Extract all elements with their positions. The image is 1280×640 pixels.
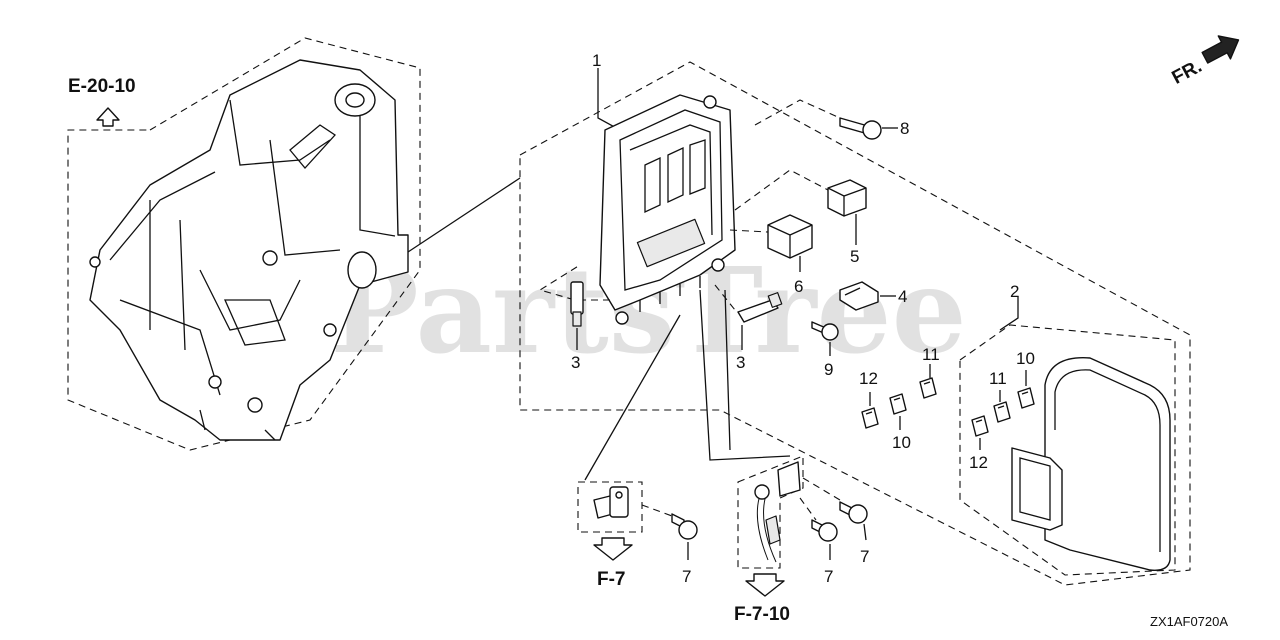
assembly-frame	[519, 61, 1191, 586]
bracket-f7-illustration	[593, 486, 629, 519]
drawing-code: ZX1AF0720A	[1150, 614, 1228, 629]
callout-3b[interactable]: 3	[736, 353, 745, 372]
front-indicator-label: FR.	[1169, 56, 1206, 89]
fuse-10b-illustration	[1017, 387, 1035, 409]
relay-5-illustration	[827, 179, 867, 217]
terminal-3a-illustration	[570, 281, 584, 327]
callout-12a[interactable]: 12	[859, 369, 878, 388]
callout-5[interactable]: 5	[850, 247, 859, 266]
callout-11b[interactable]: 11	[989, 369, 1007, 388]
leader-f710-line-b	[724, 289, 731, 451]
cover-frame	[959, 324, 1176, 576]
ref-f7-frame	[577, 481, 643, 533]
leader-7c	[863, 523, 867, 541]
fuse-12b-illustration	[971, 415, 989, 437]
terminal-3b-illustration	[737, 292, 783, 323]
fuse-11a-illustration	[919, 377, 937, 399]
leader-7a-dash	[641, 504, 673, 517]
callout-7a[interactable]: 7	[682, 567, 691, 586]
bolt-7a-illustration	[671, 513, 698, 540]
harness-f710-illustration	[754, 461, 801, 563]
callout-10a[interactable]: 10	[892, 433, 911, 452]
ref-f-7[interactable]: F-7	[597, 569, 626, 590]
cover-2-illustration	[1011, 357, 1171, 571]
callout-7c[interactable]: 7	[860, 547, 869, 566]
leader-5-dash	[734, 169, 829, 211]
bolt-7c-illustration	[839, 501, 868, 524]
callout-1[interactable]: 1	[592, 51, 601, 70]
leader-3a-dash	[538, 264, 610, 301]
fuse-10a-illustration	[889, 393, 907, 415]
assembly-leader-line	[407, 177, 521, 253]
callout-4[interactable]: 4	[898, 287, 907, 306]
leader-7c-dash	[802, 477, 841, 501]
callout-3a[interactable]: 3	[571, 353, 580, 372]
callout-12b[interactable]: 12	[969, 453, 988, 472]
fuse-holder-4-illustration	[839, 281, 879, 311]
callout-9[interactable]: 9	[824, 360, 833, 379]
control-unit-illustration	[599, 94, 736, 325]
arrow-down-icon-f710	[745, 573, 785, 597]
front-indicator: FR.	[1169, 35, 1240, 89]
leader-8-dash	[754, 99, 841, 126]
leader-f710-line	[699, 289, 791, 461]
fuse-11b-illustration	[993, 401, 1011, 423]
leader-f7-line	[584, 314, 681, 481]
callout-8[interactable]: 8	[900, 119, 909, 138]
bolt-7b-illustration	[811, 519, 838, 542]
callout-6[interactable]: 6	[794, 277, 803, 296]
screw-9-illustration	[811, 321, 839, 341]
leader-1	[597, 68, 621, 131]
callout-10b[interactable]: 10	[1016, 349, 1035, 368]
arrow-up-icon	[96, 107, 120, 127]
front-arrow-icon	[1201, 35, 1240, 64]
callout-11a[interactable]: 11	[922, 345, 940, 364]
fuse-12a-illustration	[861, 407, 879, 429]
engine-housing-illustration	[67, 37, 421, 451]
leader-2	[999, 296, 1019, 331]
callout-7b[interactable]: 7	[824, 567, 833, 586]
ref-f-7-10[interactable]: F-7-10	[734, 604, 790, 625]
bolt-8-illustration	[839, 117, 882, 140]
arrow-down-icon-f7	[593, 537, 633, 561]
ref-e-20-10[interactable]: E-20-10	[68, 76, 136, 97]
relay-6-illustration	[767, 214, 813, 259]
leader-6-dash	[729, 229, 769, 233]
callout-2[interactable]: 2	[1010, 282, 1019, 301]
leader-7b-dash	[799, 497, 817, 521]
